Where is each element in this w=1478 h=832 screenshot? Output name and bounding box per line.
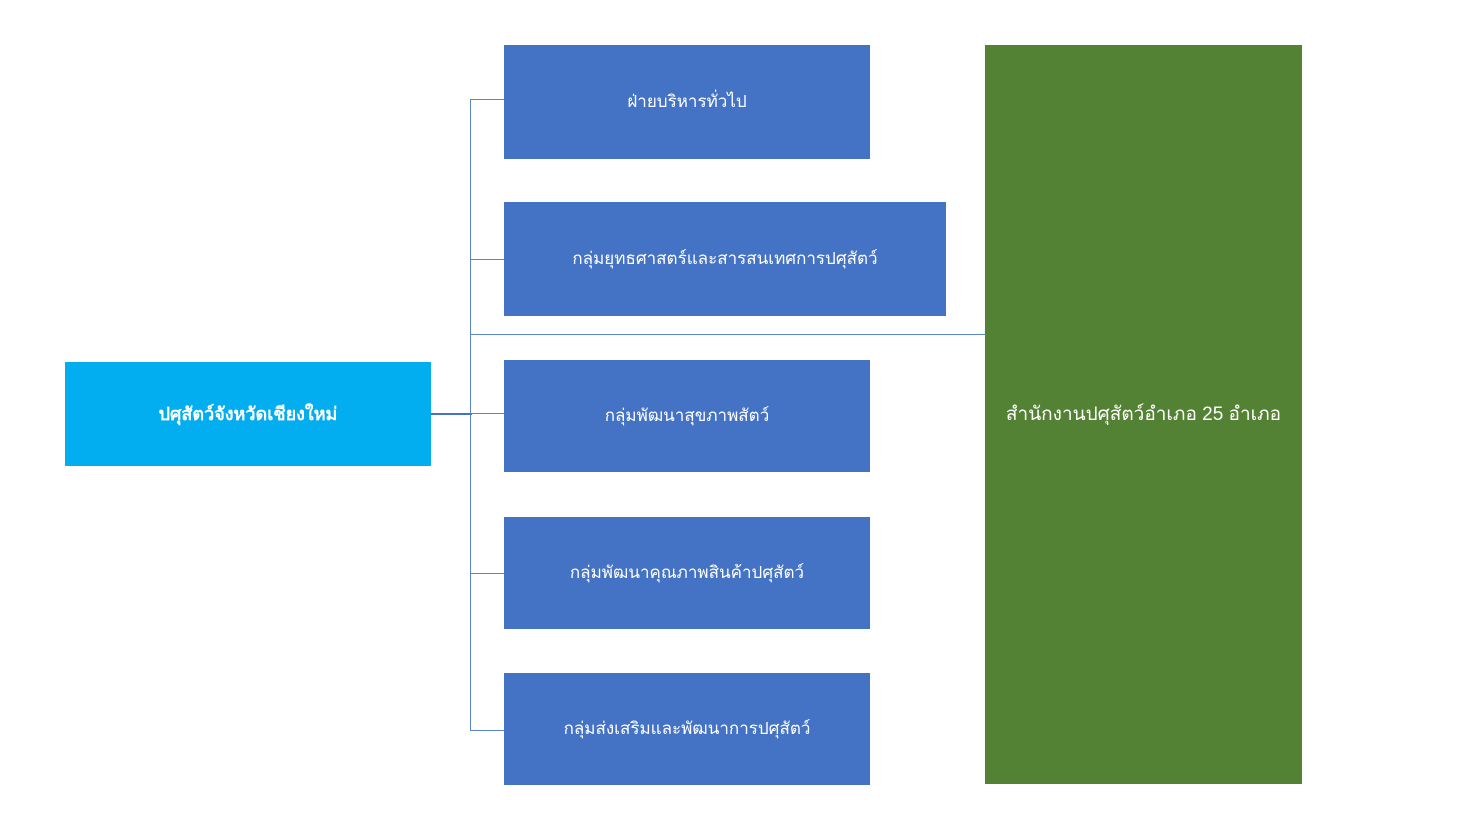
node-department-promotion-development[interactable]: กลุ่มส่งเสริมและพัฒนาการปศุสัตว์	[504, 673, 870, 785]
connector-branch-dept-4	[470, 573, 505, 574]
connector-trunk-vertical	[470, 99, 471, 731]
node-root-label: ปศุสัตว์จังหวัดเชียงใหม่	[158, 403, 338, 424]
node-department-strategy-information[interactable]: กลุ่มยุทธศาสตร์และสารสนเทศการปศุสัตว์	[504, 202, 946, 316]
connector-branch-dept-2	[470, 259, 505, 260]
node-branch-offices-label: สำนักงานปศุสัตว์อำเภอ 25 อำเภอ	[1005, 403, 1282, 425]
connector-branch-dept-5	[470, 730, 505, 731]
node-department-label: กลุ่มยุทธศาสตร์และสารสนเทศการปศุสัตว์	[572, 249, 878, 269]
connector-root-to-trunk	[430, 413, 472, 415]
node-department-label: กลุ่มพัฒนาคุณภาพสินค้าปศุสัตว์	[569, 563, 805, 583]
node-department-general-administration[interactable]: ฝ่ายบริหารทั่วไป	[504, 45, 870, 159]
connector-branch-office	[470, 334, 986, 335]
node-department-product-quality[interactable]: กลุ่มพัฒนาคุณภาพสินค้าปศุสัตว์	[504, 517, 870, 629]
connector-branch-dept-1	[470, 99, 505, 100]
node-department-label: กลุ่มพัฒนาสุขภาพสัตว์	[604, 406, 770, 426]
node-root[interactable]: ปศุสัตว์จังหวัดเชียงใหม่	[65, 362, 431, 466]
node-department-label: ฝ่ายบริหารทั่วไป	[627, 92, 747, 112]
node-branch-offices[interactable]: สำนักงานปศุสัตว์อำเภอ 25 อำเภอ	[985, 45, 1302, 784]
node-department-label: กลุ่มส่งเสริมและพัฒนาการปศุสัตว์	[563, 719, 811, 739]
connector-branch-dept-3	[470, 413, 505, 414]
node-department-animal-health[interactable]: กลุ่มพัฒนาสุขภาพสัตว์	[504, 360, 870, 472]
